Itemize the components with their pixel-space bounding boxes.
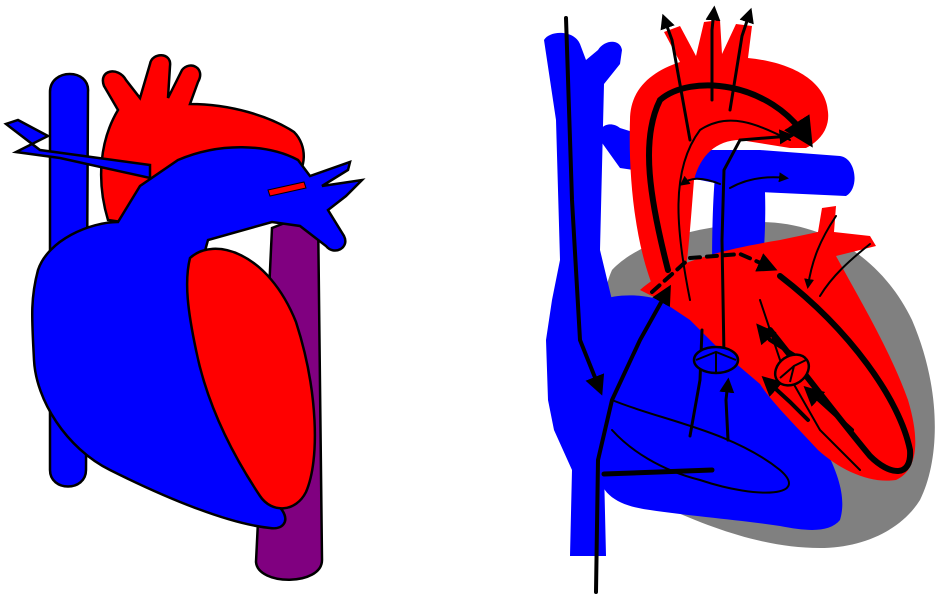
pulmonary-valve (694, 347, 738, 373)
flow-rv-up (726, 382, 728, 440)
external-heart-view (6, 55, 362, 580)
internal-heart-view (544, 10, 935, 592)
